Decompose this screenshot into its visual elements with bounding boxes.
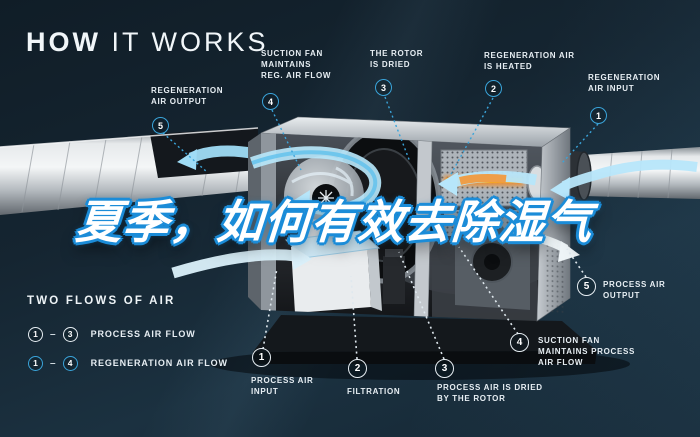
reg-fan-arrowhead: [288, 190, 310, 217]
regeneration-connectors: [162, 96, 599, 177]
reg-output-arrow: [177, 149, 197, 170]
process-output-arrowhead: [558, 241, 580, 262]
filter-boxes: [284, 221, 382, 313]
heated-air-arrow: [459, 173, 507, 185]
fan-hub-spokes: [318, 190, 334, 206]
motor: [383, 256, 405, 304]
left-duct: [0, 127, 259, 215]
reg-input-arrowhead: [550, 177, 570, 200]
airflow-arrows: [171, 146, 698, 279]
headline-chinese: 夏季，如何有效去除湿气: [73, 196, 595, 248]
process-connectors: [262, 246, 587, 360]
process-input-arrowhead: [292, 246, 312, 270]
